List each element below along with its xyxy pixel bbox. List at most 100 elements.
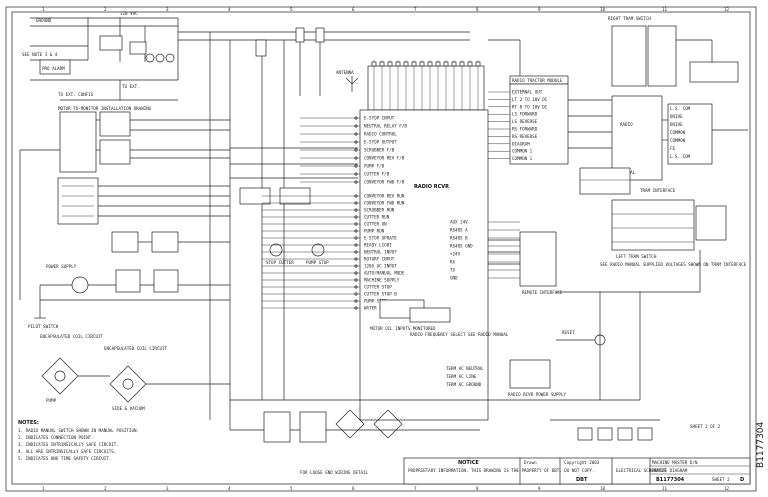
vac-label: 120 VAC — [120, 11, 138, 16]
power-supply-label: POWER SUPPLY — [46, 264, 77, 269]
input-terminal — [354, 243, 358, 247]
center-switches: STOP CUTTER PUMP STOP MOTOR OIL INPUTS M… — [266, 243, 509, 337]
relay-cluster: FOR LOOSE END WIRING DETAIL TERM AC NEUT… — [230, 359, 566, 475]
input-terminal — [354, 172, 358, 176]
tram-ref: COMMON — [670, 130, 686, 135]
receiver-input-bottom: CUTTER STOP — [364, 285, 392, 290]
copyright: Copyright 2003 — [564, 460, 600, 465]
coil-caption-2: SIDE & VACUUM — [112, 406, 145, 411]
input-terminal — [354, 257, 358, 261]
receiver-input-bottom: PUMP STOP — [364, 299, 387, 304]
receiver-input-top: RADIO CONTROL — [364, 132, 397, 137]
drawing-title: MACHINE MASTER D/N — [652, 460, 698, 465]
translator-row: COMMON 1 — [512, 149, 533, 154]
border-label-top: 1 — [42, 7, 45, 12]
translator-label: RADIO TRACTOR MODULE — [512, 78, 563, 83]
pin-terminal — [467, 61, 473, 67]
pin-terminal — [427, 61, 433, 67]
pro-alarm-label: PRO ALARM — [42, 66, 65, 71]
pin-terminal — [395, 61, 401, 67]
receiver-input-bottom: E-STOP OPRATE — [364, 236, 397, 241]
sheet-ref: SHEET 2 — [712, 477, 730, 482]
tram-ref: L.S. COM — [670, 154, 691, 159]
input-terminal — [354, 132, 358, 136]
receiver-input-bottom: WATER SPRAY — [364, 306, 392, 311]
left-power-block: GROUND 120 VAC TO EXT. SEE NOTE 3 & 4 PR… — [22, 11, 179, 101]
receiver-input-bottom: ROTARY INPUT — [364, 257, 395, 262]
tram-ref: FE — [670, 146, 676, 151]
border-label-bottom: 3 — [166, 486, 169, 491]
translator-row: LS FORWARD — [512, 112, 538, 117]
motor-monitor-block: MOTOR-TO-MONITOR INSTALLATION DRAWING — [19, 106, 230, 300]
input-terminal — [354, 292, 358, 296]
drawn-by: Drawn — [524, 460, 537, 465]
radio-receiver — [359, 109, 489, 421]
pin-terminal — [379, 61, 385, 67]
receiver-input-bottom: CUTTER RUN — [364, 215, 390, 220]
border-label-bottom: 4 — [228, 486, 231, 491]
input-terminal — [354, 156, 358, 160]
doc-number: B1177304 — [656, 477, 685, 483]
border-label-top: 2 — [104, 7, 107, 12]
motor-note: MOTOR-TO-MONITOR INSTALLATION DRAWING — [58, 106, 152, 111]
title-block: NOTICE PROPRIETARY INFORMATION. THIS DRA… — [403, 457, 751, 485]
input-terminal — [354, 116, 358, 120]
left-tram-note: SEE RADIO MANUAL SUPPLIED VOLTAGES SHOWN… — [600, 262, 747, 267]
radio-select-label: RADIO FREQUENCY SELECT SEE RADIO MANUAL — [410, 332, 509, 337]
translator-row: DIAGRAM — [512, 141, 530, 146]
receiver-io-label: GND — [450, 276, 458, 281]
receiver-input-top: NEUTRAL RELAY F/B — [364, 124, 407, 129]
receiver-io-label: RX — [450, 260, 456, 265]
receiver-io-label: AUX 24V — [450, 220, 468, 225]
border-label-bottom: 1 — [42, 486, 45, 491]
input-terminal — [354, 250, 358, 254]
pin-terminal — [443, 61, 449, 67]
pin-terminal — [387, 61, 393, 67]
pin-terminal — [451, 61, 457, 67]
drawing-subtitle-2: ELECTRICAL SCHEMATIC — [616, 468, 667, 473]
bottom-terminals: SHEET 2 OF 2 — [550, 419, 721, 441]
translator-row: EXTERNAL OUT — [512, 90, 543, 95]
receiver-input-bottom: CONVEYOR FWD RUN — [364, 201, 405, 206]
border-label-top: 9 — [538, 7, 541, 12]
translator-row: RS REVERSE — [512, 134, 538, 139]
receiver-io-label: TX — [450, 268, 456, 273]
rcvr-power-label: RADIO RCVR POWER SUPPLY — [508, 392, 566, 397]
company-name: DBT — [576, 477, 588, 483]
border-label-bottom: 2 — [104, 486, 107, 491]
receiver-io-label: RS485 A — [450, 228, 468, 233]
input-terminal — [354, 194, 358, 198]
note-5: 5. INDICATES ONE TIME SAFETY CIRCUIT. — [18, 456, 111, 461]
pump-stop-label: PUMP STOP — [306, 260, 329, 265]
ext-config-label: TO EXT. CONFIG — [58, 92, 94, 97]
border-label-top: 12 — [724, 7, 730, 12]
border-label-top: 6 — [352, 7, 355, 12]
receiver-input-top: CONVEYOR REV F/B — [364, 156, 405, 161]
right-tram-switch: RIGHT TRAM SWITCH L.S. COMDRIVEDRIVECOMM… — [608, 16, 748, 181]
input-terminal — [354, 148, 358, 152]
left-tram-title: LEFT TRAM SWITCH — [616, 254, 657, 259]
to-ext-label: TO EXT. — [122, 84, 140, 89]
coil-caption-1: PUMP — [46, 398, 57, 403]
motor-inputs-label: MOTOR OIL INPUTS MONITORED — [370, 326, 436, 331]
receiver-io-label: RS485 GND — [450, 244, 473, 249]
right-tram-title: RIGHT TRAM SWITCH — [608, 16, 651, 21]
radio-mode-label: RADIO — [620, 122, 633, 127]
ground-label: GROUND — [36, 18, 52, 23]
drawing-subtitle: REMOTE DIAGRAM — [652, 468, 688, 473]
pin-terminal — [459, 61, 465, 67]
notice-title: NOTICE — [458, 460, 479, 466]
pin-terminal — [411, 61, 417, 67]
pin-terminal — [475, 61, 481, 67]
receiver-input-bottom: CUTTER ON — [364, 222, 387, 227]
input-terminal — [354, 201, 358, 205]
input-terminal — [354, 124, 358, 128]
translator-row: LS REVERSE — [512, 119, 538, 124]
input-terminal — [354, 271, 358, 275]
tram-interface-label: TRAM INTERFACE — [640, 188, 676, 193]
input-terminal — [354, 140, 358, 144]
wiring-note: FOR LOOSE END WIRING DETAIL — [300, 470, 369, 475]
translator-row: LT 2 TO 10V DC — [512, 97, 548, 102]
pilot-switch-label: PILOT SWITCH — [28, 324, 59, 329]
